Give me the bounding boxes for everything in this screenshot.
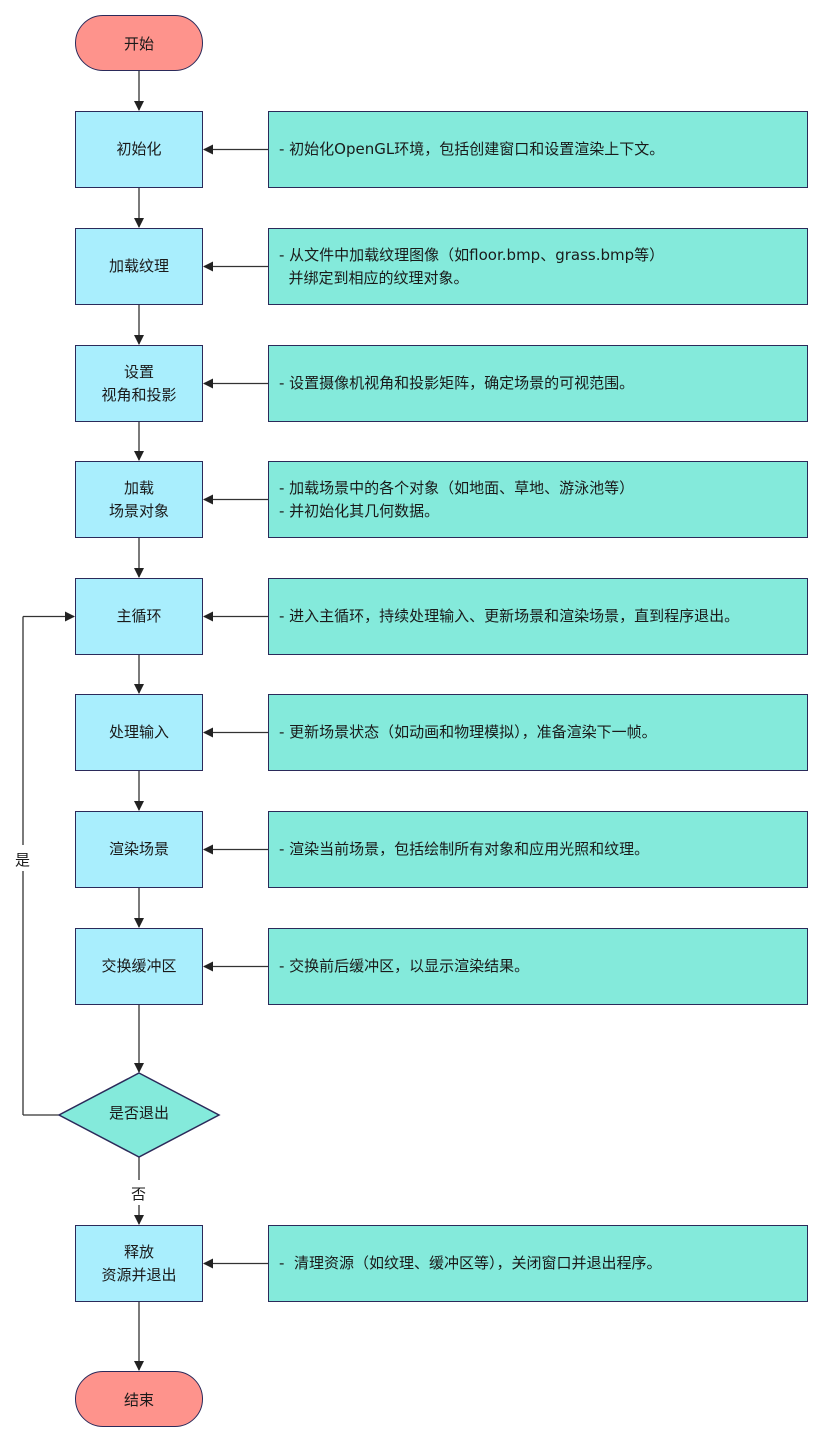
note-line: - 更新场景状态（如动画和物理模拟），准备渲染下一帧。: [279, 723, 657, 741]
step-note: - 渲染当前场景，包括绘制所有对象和应用光照和纹理。: [268, 811, 808, 888]
step-box: 处理输入: [75, 694, 203, 771]
decision-diamond: [57, 1072, 221, 1158]
step-note: - 进入主循环，持续处理输入、更新场景和渲染场景，直到程序退出。: [268, 578, 808, 655]
step-label-line: 视角和投影: [101, 385, 177, 404]
step-label-line: 初始化: [116, 140, 162, 158]
step-note: - 设置摄像机视角和投影矩阵，确定场景的可视范围。: [268, 345, 808, 422]
step-label-line: 加载: [123, 478, 154, 497]
yes-branch-label: 是: [15, 848, 31, 871]
end-terminal: 结束: [75, 1371, 203, 1427]
step-box: 渲染场景: [75, 811, 203, 888]
step-label-line: 主循环: [116, 607, 162, 625]
note-line: - 并初始化其几何数据。: [279, 501, 440, 520]
note-line: - 进入主循环，持续处理输入、更新场景和渲染场景，直到程序退出。: [279, 607, 740, 625]
note-line: - 设置摄像机视角和投影矩阵，确定场景的可视范围。: [279, 374, 635, 392]
decision-label: 是否退出: [108, 1104, 169, 1122]
note-line: 并绑定到相应的纹理对象。: [279, 268, 469, 287]
step-box: 主循环: [75, 578, 203, 655]
note-line: - 交换前后缓冲区，以显示渲染结果。: [279, 957, 530, 975]
step-note: - 加载场景中的各个对象（如地面、草地、游泳池等） - 并初始化其几何数据。: [268, 461, 808, 538]
note-line: - 从文件中加载纹理图像（如floor.bmp、grass.bmp等）: [279, 245, 665, 264]
step-label-line: 加载纹理: [108, 257, 169, 275]
step-box: 初始化: [75, 111, 203, 188]
step-label-line: 处理输入: [108, 723, 169, 741]
step-box: 设置视角和投影: [75, 345, 203, 422]
note-line: - 加载场景中的各个对象（如地面、草地、游泳池等）: [279, 478, 635, 497]
note-line: - 清理资源（如纹理、缓冲区等），关闭窗口并退出程序。: [279, 1254, 662, 1272]
no-branch-label: 否: [131, 1182, 147, 1205]
step-note: - 清理资源（如纹理、缓冲区等），关闭窗口并退出程序。: [268, 1225, 808, 1302]
step-note: - 从文件中加载纹理图像（如floor.bmp、grass.bmp等） 并绑定到…: [268, 228, 808, 305]
step-label-line: 场景对象: [108, 501, 169, 520]
start-terminal: 开始: [75, 15, 203, 71]
step-label-line: 释放: [123, 1242, 154, 1261]
step-box: 加载场景对象: [75, 461, 203, 538]
step-box: 交换缓冲区: [75, 928, 203, 1005]
step-note: - 交换前后缓冲区，以显示渲染结果。: [268, 928, 808, 1005]
step-note: - 初始化OpenGL环境，包括创建窗口和设置渲染上下文。: [268, 111, 808, 188]
note-line: - 渲染当前场景，包括绘制所有对象和应用光照和纹理。: [279, 840, 650, 858]
step-box: 加载纹理: [75, 228, 203, 305]
start-label: 开始: [123, 34, 154, 53]
step-label-line: 渲染场景: [108, 840, 169, 858]
step-label-line: 设置: [123, 362, 154, 381]
end-label: 结束: [123, 1390, 154, 1409]
note-line: - 初始化OpenGL环境，包括创建窗口和设置渲染上下文。: [279, 140, 665, 158]
step-box-final: 释放资源并退出: [75, 1225, 203, 1302]
step-label-line: 资源并退出: [101, 1265, 177, 1284]
step-label-line: 交换缓冲区: [101, 957, 177, 975]
step-note: - 更新场景状态（如动画和物理模拟），准备渲染下一帧。: [268, 694, 808, 771]
